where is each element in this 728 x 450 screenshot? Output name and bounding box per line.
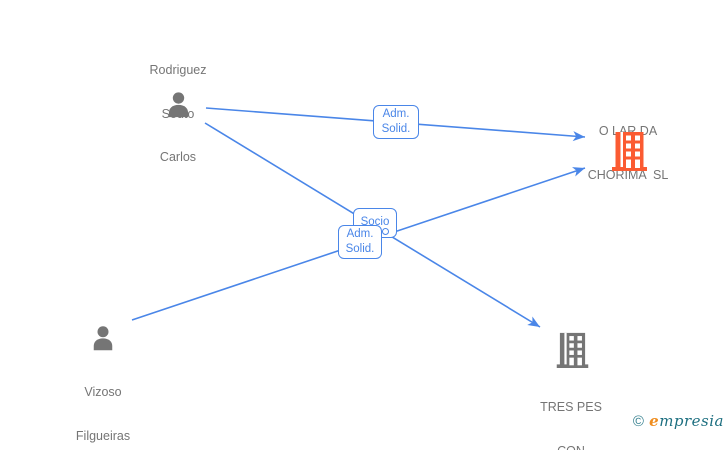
- node-label: O LAR DA CHORIMA SL: [587, 124, 669, 182]
- edge-label-line: Solid.: [381, 122, 411, 135]
- empresia-logo: © empresia: [612, 394, 724, 448]
- edge-label-adm-solid-top: Adm. Solid.: [373, 105, 419, 139]
- edge-junction-dot: [382, 228, 389, 235]
- person-icon[interactable]: [88, 324, 118, 354]
- node-label: Vizoso Filgueiras Juan Pablo: [75, 385, 131, 443]
- building-icon[interactable]: [556, 332, 589, 368]
- node-label: TRES PES CON ACENTO...: [540, 400, 602, 450]
- brand-initial: e: [649, 412, 660, 430]
- edge-label-line: Solid.: [345, 242, 375, 255]
- copyright-icon: ©: [632, 413, 650, 430]
- edge-label-line: Adm.: [346, 228, 374, 240]
- person-icon[interactable]: [163, 90, 194, 121]
- edge-label-line: Adm.: [382, 108, 410, 120]
- brand-name: mpresia: [659, 412, 724, 430]
- building-icon[interactable]: [611, 131, 648, 171]
- edge-label-adm-solid-center: Adm. Solid.: [338, 225, 382, 259]
